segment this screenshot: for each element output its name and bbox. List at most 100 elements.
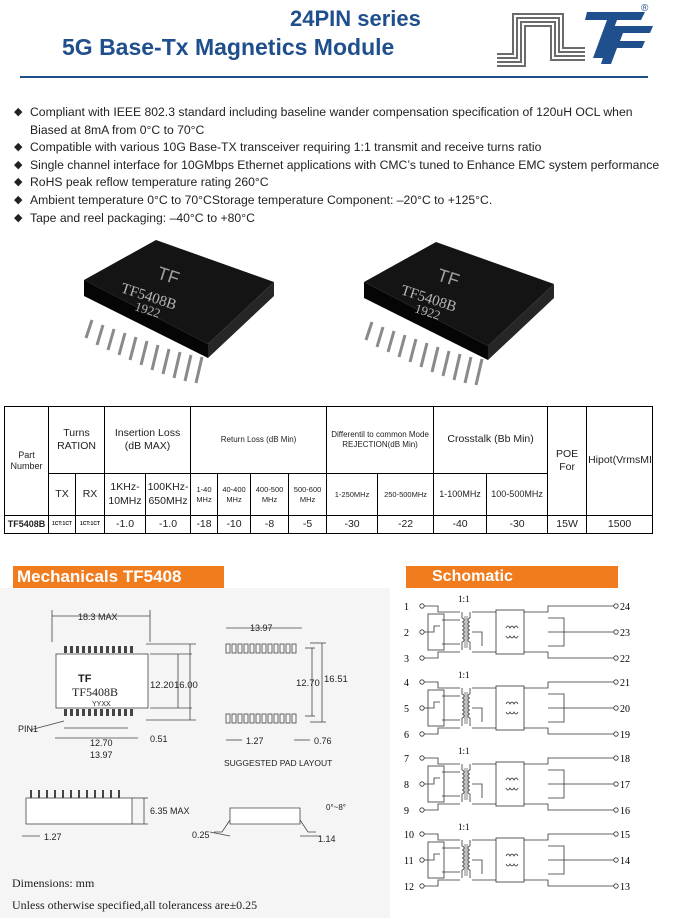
header-crosstalk: Crosstalk (Bb Min) bbox=[433, 406, 549, 474]
left-pin-terminal bbox=[419, 883, 425, 889]
feature-item: Ambient temperature 0°C to 70°CStorage t… bbox=[14, 192, 664, 210]
mechanical-drawing: 18.3 MAX TF TF5408B YYXX 12.20 16.00 PIN… bbox=[18, 610, 348, 844]
right-pin-number: 13 bbox=[620, 882, 630, 890]
transformer-primary-coil bbox=[461, 612, 465, 650]
output-loop bbox=[548, 769, 565, 799]
dim-overall-height: 16.00 bbox=[174, 680, 198, 691]
winding-wire bbox=[424, 681, 460, 689]
transformer-primary-coil bbox=[461, 764, 465, 802]
right-pin-number: 17 bbox=[620, 780, 630, 791]
feature-item-continued: Biased at 8mA from 0°C to 70°C bbox=[30, 122, 205, 137]
output-wire bbox=[524, 681, 614, 735]
right-pin-number: 14 bbox=[620, 856, 630, 867]
common-mode-choke bbox=[505, 701, 519, 715]
winding-wire bbox=[442, 619, 460, 645]
header-insertion-loss: Insertion Loss (dB MAX) bbox=[104, 406, 192, 474]
left-pin-number: 4 bbox=[404, 678, 409, 689]
schematic-banner: Schomatic bbox=[406, 566, 618, 588]
subheader-ct-1: 1-100MHz bbox=[433, 473, 488, 516]
dim-pad-width: 0.76 bbox=[314, 736, 332, 746]
left-pin-number: 1 bbox=[404, 602, 409, 613]
cmc-box bbox=[495, 837, 525, 883]
feature-item: Compliant with IEEE 802.3 standard inclu… bbox=[14, 104, 664, 122]
right-pin-number: 20 bbox=[620, 704, 630, 715]
dim-side-pitch: 1.27 bbox=[44, 832, 62, 842]
secondary-wire bbox=[472, 611, 496, 653]
right-pin-terminal bbox=[613, 629, 619, 635]
output-wire bbox=[524, 833, 614, 887]
primary-loop bbox=[427, 841, 445, 879]
winding-wire bbox=[424, 853, 440, 861]
subheader-rl-1: 1-40 MHz bbox=[190, 473, 219, 516]
secondary-wire bbox=[472, 687, 496, 729]
dim-pin-width: 0.51 bbox=[150, 734, 168, 744]
right-pin-number: 16 bbox=[620, 806, 630, 817]
winding-wire bbox=[424, 757, 460, 765]
tolerance-note: Unless otherwise specified,all tolerance… bbox=[12, 898, 258, 912]
left-pin-terminal bbox=[419, 603, 425, 609]
subheader-cm-2: 250-500MHz bbox=[377, 473, 435, 516]
subheader-rl-3: 400-500 MHz bbox=[250, 473, 290, 516]
feature-item: Compatible with various 10G Base-TX tran… bbox=[14, 139, 664, 157]
left-pin-number: 3 bbox=[404, 654, 409, 665]
winding-wire bbox=[442, 847, 460, 873]
left-pin-number: 2 bbox=[404, 628, 409, 639]
left-pin-terminal bbox=[419, 705, 425, 711]
cell-cm-2: -22 bbox=[377, 515, 435, 534]
right-pin-number: 24 bbox=[620, 602, 630, 613]
product-title: 5G Base-Tx Magnetics Module bbox=[62, 34, 395, 60]
left-pin-number: 5 bbox=[404, 704, 409, 715]
right-pin-terminal bbox=[613, 883, 619, 889]
left-pin-terminal bbox=[419, 629, 425, 635]
dim-pad-row-spacing: 12.70 bbox=[296, 678, 320, 689]
right-pin-number: 15 bbox=[620, 830, 630, 841]
right-pin-terminal bbox=[613, 655, 619, 661]
chip-logo-mark: TF bbox=[78, 673, 92, 685]
feature-list: Compliant with IEEE 802.3 standard inclu… bbox=[14, 104, 664, 227]
output-wire bbox=[524, 757, 614, 811]
cell-ct-1: -40 bbox=[433, 515, 488, 534]
pin1-label: PIN1 bbox=[18, 724, 38, 734]
turns-ratio-label: 1:1 bbox=[458, 822, 470, 832]
right-pin-number: 22 bbox=[620, 654, 630, 665]
winding-wire bbox=[424, 625, 440, 633]
left-pin-number: 7 bbox=[404, 754, 409, 765]
winding-wire bbox=[424, 651, 460, 659]
left-pin-terminal bbox=[419, 857, 425, 863]
transformer-secondary-coil bbox=[467, 840, 471, 878]
left-pin-number: 9 bbox=[404, 806, 409, 817]
cmc-box bbox=[495, 761, 525, 807]
header-part-number: Part Number bbox=[4, 406, 49, 516]
subheader-rl-2: 40-400 MHz bbox=[217, 473, 252, 516]
header-cm-rejection: Differentil to common Mode REJECTION(dB … bbox=[326, 406, 435, 474]
transformer-primary-coil bbox=[461, 688, 465, 726]
subheader-rx: RX bbox=[74, 473, 106, 516]
transformer-secondary-coil bbox=[467, 612, 471, 650]
turns-ratio-label: 1:1 bbox=[458, 594, 470, 604]
winding-wire bbox=[424, 605, 460, 613]
cell-hipot: 1500 bbox=[586, 515, 654, 534]
right-pin-number: 19 bbox=[620, 730, 630, 741]
dim-lead-span: 13.97 bbox=[90, 750, 113, 760]
drawing-chip-code: YYXX bbox=[92, 701, 111, 708]
primary-loop bbox=[427, 613, 445, 651]
output-loop bbox=[548, 845, 565, 875]
winding-wire bbox=[424, 879, 460, 887]
feature-item: Single channel interface for 10GMbps Eth… bbox=[14, 157, 664, 175]
dim-pad-overall: 16.51 bbox=[324, 674, 348, 685]
left-pin-number: 6 bbox=[404, 730, 409, 741]
right-pin-number: 23 bbox=[620, 628, 630, 639]
right-pin-number: 18 bbox=[620, 754, 630, 765]
left-pin-number: 12 bbox=[404, 882, 414, 890]
winding-wire bbox=[424, 727, 460, 735]
drawing-chip-model: TF5408B bbox=[72, 685, 118, 699]
pad-layout-label: SUGGESTED PAD LAYOUT bbox=[224, 758, 332, 768]
winding-wire bbox=[424, 833, 460, 841]
subheader-ct-2: 100-500MHz bbox=[486, 473, 549, 516]
cell-rl-4: -5 bbox=[288, 515, 328, 534]
header-hipot: Hipot(VrmsMIN) bbox=[586, 406, 654, 516]
right-pin-terminal bbox=[613, 603, 619, 609]
dim-width-max: 18.3 MAX bbox=[78, 612, 118, 622]
cell-cm-1: -30 bbox=[326, 515, 379, 534]
